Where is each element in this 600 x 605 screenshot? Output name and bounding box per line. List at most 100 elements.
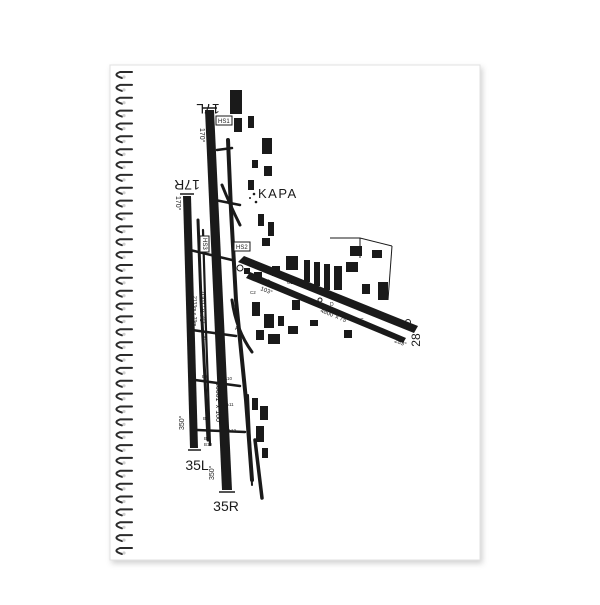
building: [234, 118, 242, 132]
spiral-coil: [115, 109, 133, 118]
hotspot-hs3-label: HS3: [201, 238, 207, 250]
building: [262, 448, 268, 458]
binding-hole: [122, 139, 126, 143]
spiral-coil: [115, 302, 133, 311]
taxiway-curve-center: [230, 298, 254, 354]
taxiway-curve-upper: [220, 183, 242, 227]
binding-hole: [122, 307, 126, 311]
taxiway-label-a10: A10: [224, 376, 233, 381]
binding-hole: [122, 358, 126, 362]
taxiway-label-a: A: [235, 326, 239, 332]
building: [268, 222, 274, 236]
spiral-coil: [115, 392, 133, 401]
building: [310, 320, 318, 326]
building: [334, 266, 342, 290]
building: [230, 90, 242, 114]
spiral-coil: [115, 328, 133, 337]
runway-17r-35l: [183, 196, 198, 448]
taxiway-label-a12: A12: [228, 428, 237, 433]
heading-170-upper: 170°: [198, 128, 206, 143]
building: [264, 314, 274, 328]
heading-170-left: 170°: [174, 196, 182, 211]
dimension-10001: 10001' x 100': [214, 382, 221, 423]
binding-hole: [122, 409, 126, 414]
building: [260, 406, 268, 420]
taxiway-connector-1: [188, 248, 234, 262]
binding-hole: [122, 204, 126, 208]
building: [256, 330, 264, 340]
binding-hole: [122, 114, 126, 118]
spiral-coil: [115, 521, 133, 530]
binding-hole: [122, 255, 126, 259]
building: [324, 264, 330, 290]
runway-label-17r: 17R: [174, 177, 200, 193]
binding-hole: [122, 345, 126, 349]
binding-hole: [122, 371, 126, 375]
taxiway-label-b9: B9: [204, 436, 210, 441]
taxiway-group: [188, 138, 264, 500]
building: [372, 250, 382, 258]
markers: [236, 259, 411, 325]
building: [378, 282, 388, 300]
building: [252, 160, 258, 168]
binding-hole: [122, 152, 126, 156]
dot: [254, 200, 258, 204]
marker: [317, 297, 323, 303]
taxiway-a: [226, 138, 254, 482]
buildings: [230, 90, 388, 458]
marker: [247, 259, 253, 265]
building: [256, 426, 264, 442]
spiral-coil: [115, 547, 133, 555]
binding-hole: [122, 461, 126, 465]
binding-hole: [122, 229, 126, 233]
notebook-page: [109, 64, 481, 561]
taxiway-label-d: D: [330, 302, 334, 308]
taxiway-label-b8: B8: [203, 416, 209, 421]
binding-hole: [122, 397, 126, 401]
spiral-coil: [115, 341, 133, 350]
spiral-coil: [115, 315, 133, 324]
spiral-coil: [115, 431, 133, 440]
building: [314, 262, 320, 286]
spiral-coil: [115, 161, 133, 170]
binding-hole: [122, 191, 126, 195]
dot: [252, 192, 256, 196]
taxiway-label-c: C: [360, 318, 364, 324]
binding-hole: [122, 75, 126, 79]
building: [304, 260, 310, 282]
binding-hole: [122, 422, 126, 426]
dot: [249, 197, 251, 199]
binding-hole: [122, 525, 126, 529]
binding-hole: [122, 538, 126, 542]
taxiway-east-2: [247, 394, 253, 486]
dimension-7001: 7001' x 75': [198, 290, 205, 323]
taxiway-connector-6: [215, 146, 234, 152]
heading-103: 103°: [259, 286, 273, 296]
spiral-coil: [115, 212, 133, 221]
airport-code-label: KAPA: [258, 186, 298, 201]
spiral-coil: [115, 482, 133, 491]
hotspot-hs1-label: HS1: [218, 119, 230, 125]
hotspot-boxes: [199, 115, 251, 253]
hotspot-hs2-box: [233, 241, 251, 252]
runway-10-28: [238, 256, 418, 333]
heading-350-left: 350°: [178, 415, 186, 430]
binding-hole: [122, 268, 126, 272]
taxiway-connector-3: [193, 378, 242, 388]
building: [362, 284, 370, 294]
taxiway-c-parallel: [246, 272, 406, 343]
runway-label-35r: 35R: [213, 498, 239, 514]
building: [272, 266, 280, 276]
marker: [405, 319, 411, 325]
building: [262, 238, 270, 246]
road: [387, 245, 393, 301]
spiral-coil: [115, 405, 133, 414]
spiral-coil: [115, 122, 133, 131]
spiral-coil: [115, 251, 133, 260]
dots: [249, 186, 258, 204]
binding-hole: [122, 281, 126, 285]
building: [248, 180, 254, 190]
spiral-coil: [115, 276, 133, 285]
binding-hole: [122, 242, 126, 246]
